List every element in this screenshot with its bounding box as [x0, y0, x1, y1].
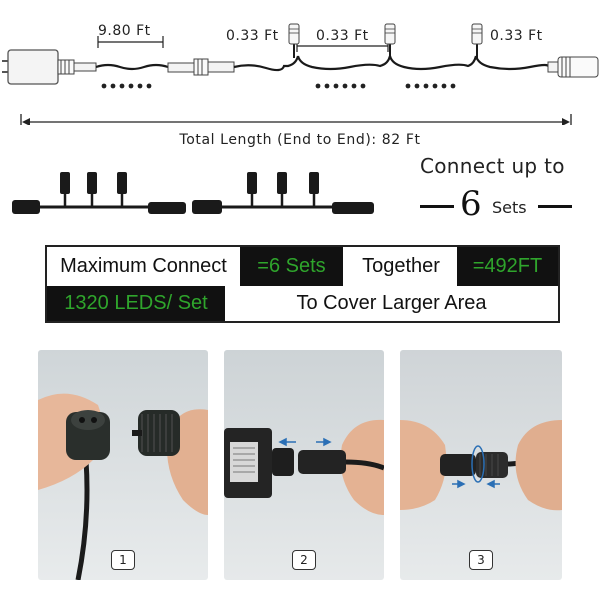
segment-length-label: 9.80 Ft [98, 23, 151, 39]
lead-wire [95, 63, 169, 71]
step-1-illustration [38, 350, 208, 580]
step-number-badge: 1 [111, 550, 135, 570]
light-set-1 [12, 172, 186, 214]
led-dots [101, 83, 456, 89]
drop-plug-1 [288, 23, 300, 58]
step-number-badge: 2 [292, 550, 316, 570]
step-photo-2: 2 [224, 350, 384, 580]
wiring-diagram-graphic [2, 23, 599, 125]
callout-number: 6 [460, 184, 482, 224]
light-set-2 [192, 172, 374, 214]
connected-sets-illustration [12, 172, 374, 214]
end-connector [547, 56, 599, 78]
callout-rule-left [420, 205, 454, 208]
spec-cell: 1320 LEDS/ Set [47, 286, 225, 321]
spec-table: Maximum Connect =6 Sets Together =492FT … [45, 245, 560, 323]
connect-callout-text: Connect up to [420, 154, 565, 178]
step-photo-1: 1 [38, 350, 208, 580]
segment-length-label: 0.33 Ft [316, 28, 369, 44]
step-number-badge: 3 [469, 550, 493, 570]
spec-cell: =6 Sets [240, 247, 343, 286]
step-photo-3: 3 [400, 350, 562, 580]
drop-plug-3 [471, 23, 483, 58]
connect-callout-count: 6 Sets [420, 184, 575, 224]
lead-coupler [167, 58, 235, 76]
total-length-arrow [20, 114, 572, 125]
total-length-label: Total Length (End to End): 82 Ft [179, 132, 421, 148]
main-cable [233, 55, 550, 72]
adapter-connector [57, 59, 97, 75]
segment-length-label: 0.33 Ft [490, 28, 543, 44]
callout-unit: Sets [492, 198, 527, 217]
callout-rule-right [538, 205, 572, 208]
spec-cell: =492FT [457, 247, 558, 286]
power-adapter [2, 49, 59, 85]
segment-length-label: 0.33 Ft [226, 28, 279, 44]
lead-length-bracket [97, 36, 164, 48]
spec-cell: Together [347, 249, 455, 284]
spec-cell: To Cover Larger Area [225, 286, 558, 321]
drop-plug-2 [384, 23, 396, 58]
step-2-illustration [224, 350, 384, 580]
step-3-illustration [400, 350, 562, 580]
spec-cell: Maximum Connect [47, 247, 240, 286]
